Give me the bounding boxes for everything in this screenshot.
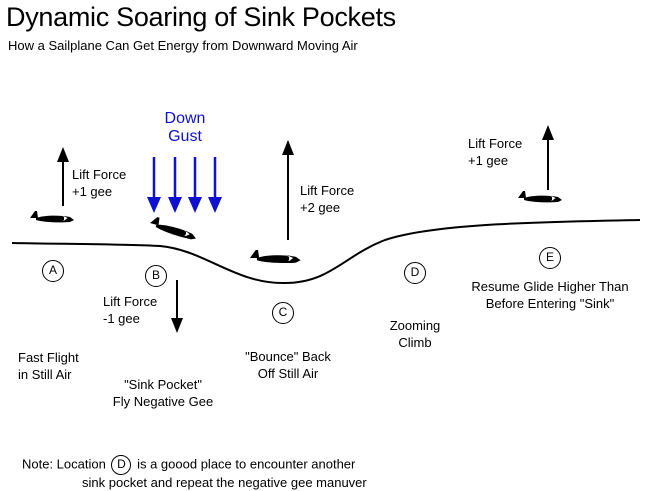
lift-label-c: Lift Force+2 gee: [300, 183, 355, 215]
lift-label-a: Lift Force+1 gee: [72, 167, 127, 199]
footnote: Note: Location D is a goood place to enc…: [22, 455, 367, 491]
glider-c: [249, 249, 302, 264]
lift-label-b: Lift Force-1 gee: [103, 294, 158, 326]
lift-arrow-e: [542, 125, 554, 190]
down-gust-label: Down Gust: [164, 110, 206, 145]
note-line1-rest: is a goood place to encounter another: [137, 456, 356, 472]
lift-arrow-a: [57, 147, 69, 206]
location-marker-d: D: [404, 262, 426, 284]
glider-e: [517, 190, 563, 203]
location-marker-e: E: [539, 247, 561, 269]
description-b: "Sink Pocket"Fly Negative Gee: [112, 377, 214, 409]
down-gust-arrows: [147, 157, 222, 213]
note-prefix: Note: Location: [22, 456, 106, 472]
note-line2: sink pocket and repeat the negative gee …: [82, 475, 367, 490]
lift-arrow-c: [282, 140, 294, 240]
flight-path: [11, 219, 641, 285]
location-marker-a: A: [42, 260, 64, 282]
location-marker-c: C: [272, 302, 294, 324]
location-marker-b: B: [145, 265, 167, 287]
glider-b: [148, 215, 200, 242]
diagram-subtitle: How a Sailplane Can Get Energy from Down…: [8, 38, 358, 53]
lift-label-e: Lift Force+1 gee: [468, 136, 523, 168]
note-location-marker: D: [111, 455, 132, 475]
glider-a: [29, 210, 75, 223]
diagram-title: Dynamic Soaring of Sink Pockets: [6, 2, 396, 32]
lift-arrow-b: [171, 280, 183, 333]
